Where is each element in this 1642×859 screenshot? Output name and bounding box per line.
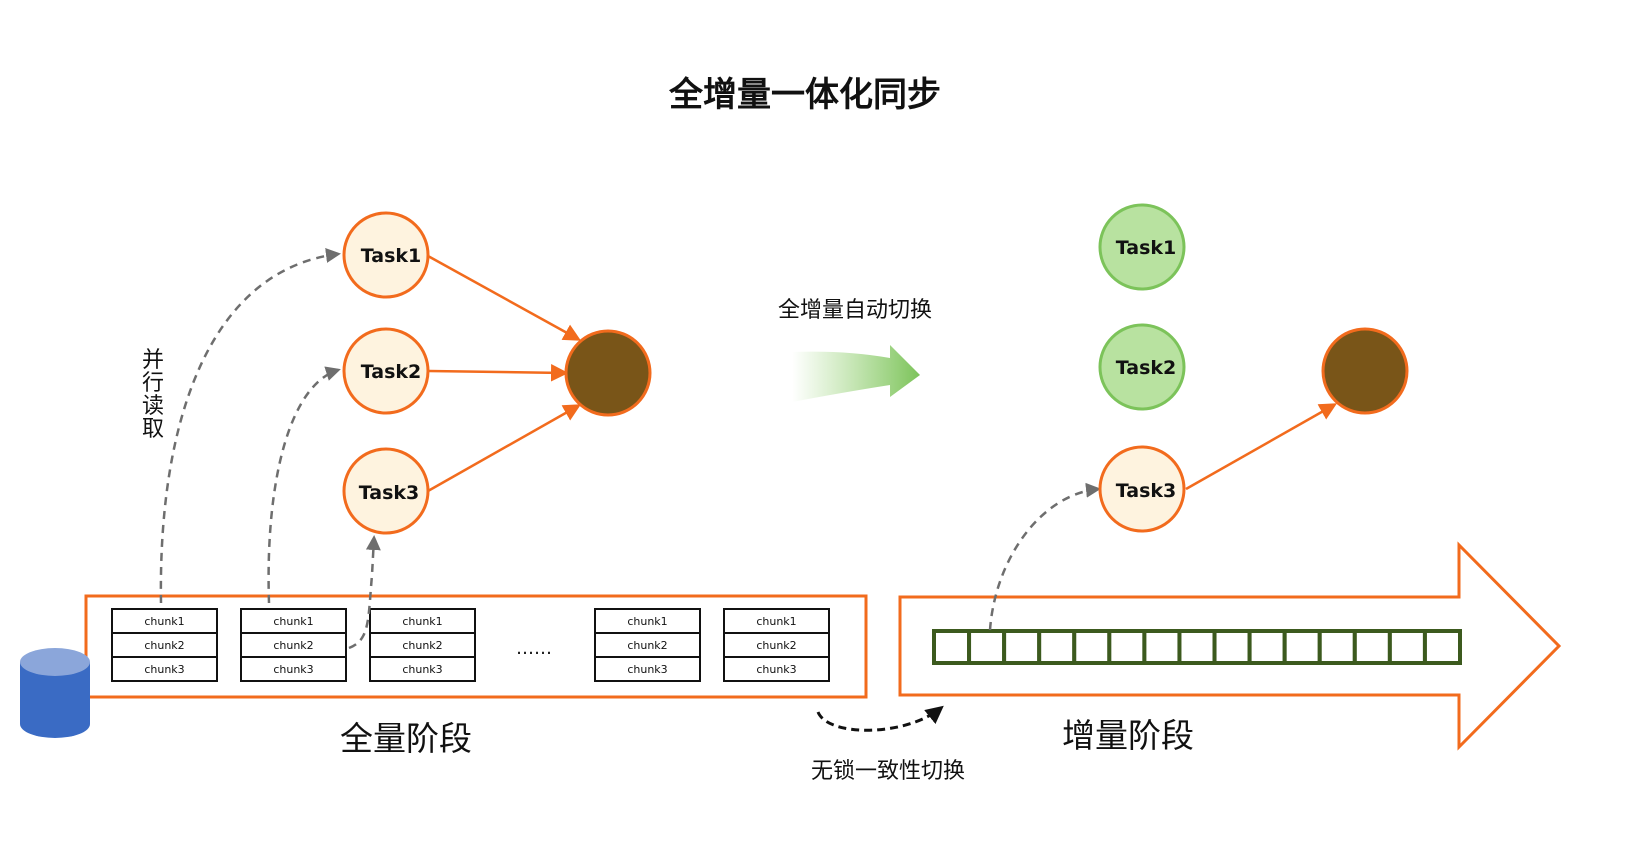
full-task-1: Task1: [342, 211, 430, 299]
queue-cell: [1107, 629, 1147, 665]
inc-task3-to-sink-arrow: [1185, 403, 1338, 491]
queue-cell: [1002, 629, 1042, 665]
ellipsis-text: ……: [516, 638, 552, 659]
read-arrow-1: [159, 248, 341, 604]
auto-switch-arrow: [792, 345, 920, 402]
chunk-cell: [111, 656, 218, 682]
queue-cell: [967, 629, 1007, 665]
queue-cell: [1282, 629, 1322, 665]
chunk-label: chunk1: [144, 615, 184, 628]
chunk-cell: [594, 656, 701, 682]
queue-cell: [932, 629, 972, 665]
chunk-cell: [369, 632, 476, 658]
chunk-label: chunk3: [402, 663, 442, 676]
inc-task-2-label: Task2: [1116, 357, 1177, 379]
chunk-label: chunk3: [273, 663, 313, 676]
full-task-3-label: Task3: [359, 482, 420, 504]
parallel-read-text: 并行读取: [142, 348, 164, 442]
chunk-label: chunk2: [144, 639, 184, 652]
queue-to-task3-arrow: [988, 482, 1101, 631]
inc-task-3: Task3: [1098, 445, 1186, 533]
chunk-cell: [723, 656, 830, 682]
full-sink-node: [564, 329, 652, 417]
queue-cell: [1212, 629, 1252, 665]
parallel-read-label: 并行读取: [142, 348, 164, 442]
full-task-2: Task2: [342, 327, 430, 415]
chunk-cell: [369, 656, 476, 682]
chunk-label: chunk1: [273, 615, 313, 628]
chunk-label: chunk2: [756, 639, 796, 652]
chunk-cell: [723, 632, 830, 658]
queue-cell: [1037, 629, 1077, 665]
database-icon: [20, 648, 90, 738]
chunk-label: chunk1: [756, 615, 796, 628]
queue-cell: [1422, 629, 1463, 665]
task2-to-sink-arrow: [428, 364, 569, 382]
inc-task-3-label: Task3: [1116, 480, 1177, 502]
inc-task-2: Task2: [1098, 323, 1186, 411]
inc-task-1: Task1: [1098, 203, 1186, 291]
full-task-1-label: Task1: [361, 245, 422, 267]
chunk-label: chunk2: [627, 639, 667, 652]
chunk-group: chunk1 chunk2 chunk3: [111, 608, 218, 682]
queue-cell: [1317, 629, 1357, 665]
chunk-cell: [240, 656, 347, 682]
queue-cell: [1072, 629, 1112, 665]
inc-sink-node: [1321, 327, 1409, 415]
page-title: 全增量一体化同步: [668, 75, 941, 115]
queue-cell: [1352, 629, 1392, 665]
chunk-label: chunk1: [627, 615, 667, 628]
chunk-cell: [369, 608, 476, 634]
chunk-cell: [594, 632, 701, 658]
chunk-label: chunk2: [402, 639, 442, 652]
incremental-stream-arrow: [898, 541, 1562, 751]
chunk-label: chunk3: [144, 663, 184, 676]
queue-cell: [1247, 629, 1287, 665]
full-phase-container: [84, 594, 868, 699]
chunk-groups: chunk1chunk2chunk3chunk1chunk2chunk3chun…: [111, 608, 830, 682]
read-arrow-3: [348, 535, 381, 650]
chunk-label: chunk3: [627, 663, 667, 676]
chunk-label: chunk3: [756, 663, 796, 676]
full-task-2-label: Task2: [361, 361, 422, 383]
chunk-label: chunk1: [402, 615, 442, 628]
chunk-group: chunk1 chunk2 chunk3: [594, 608, 701, 682]
task3-to-sink-arrow: [427, 404, 582, 493]
event-queue: [932, 629, 1463, 665]
lockfree-switch-arrow: [816, 705, 944, 732]
full-task-3: Task3: [342, 447, 430, 535]
full-phase-label: 全量阶段: [340, 719, 472, 758]
lockfree-switch-label: 无锁一致性切换: [811, 759, 965, 784]
chunk-group: chunk1 chunk2 chunk3: [240, 608, 347, 682]
inc-task-1-label: Task1: [1116, 237, 1177, 259]
chunk-group: chunk1 chunk2 chunk3: [723, 608, 830, 682]
queue-cell: [1177, 629, 1217, 665]
read-arrow-2: [267, 366, 341, 604]
auto-switch-label: 全增量自动切换: [778, 298, 932, 323]
incremental-phase-label: 增量阶段: [1062, 716, 1194, 755]
chunk-cell: [240, 608, 347, 634]
task1-to-sink-arrow: [427, 254, 582, 341]
queue-cell: [1387, 629, 1427, 665]
queue-cell: [1142, 629, 1182, 665]
chunk-group: chunk1 chunk2 chunk3: [369, 608, 476, 682]
chunk-label: chunk2: [273, 639, 313, 652]
